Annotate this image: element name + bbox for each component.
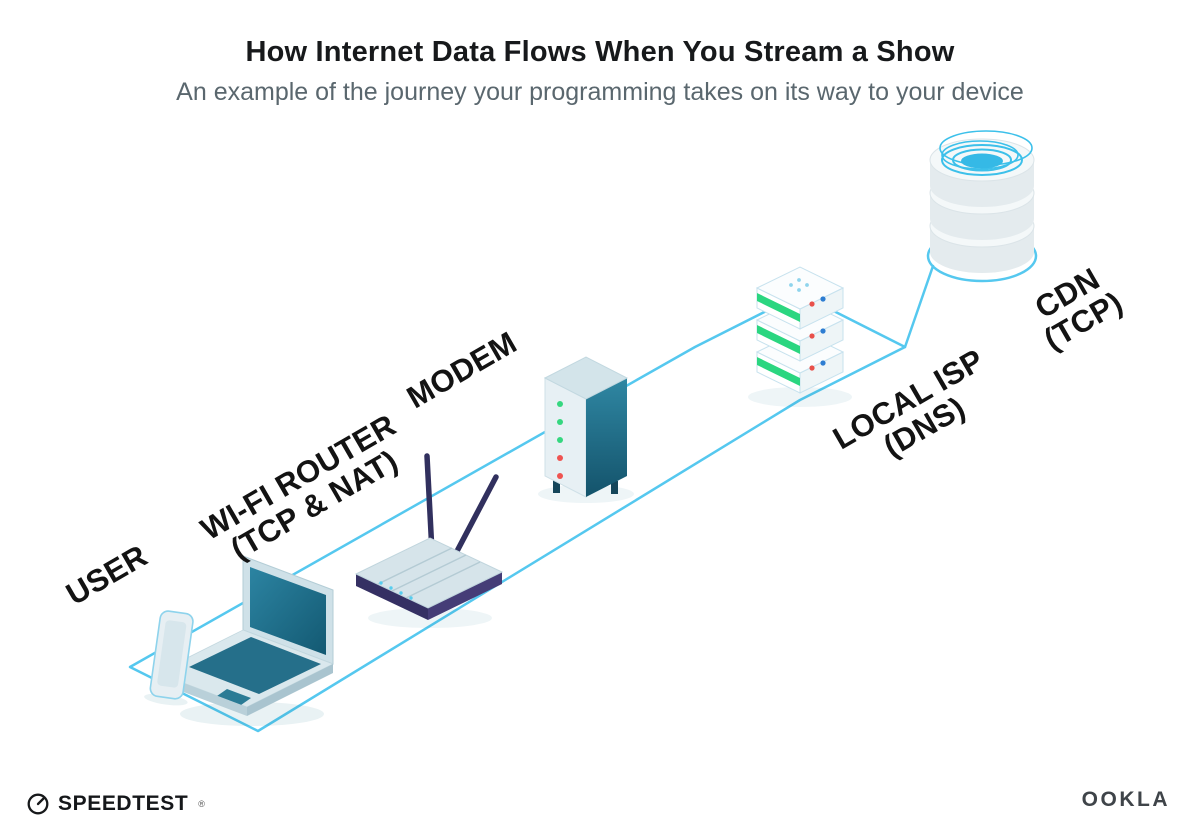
antenna-right [452,474,499,558]
isp-server-stack [748,266,852,407]
speedtest-gauge-icon [27,793,49,815]
label-modem: MODEM [401,325,523,415]
ookla-wordmark: OOKLA [1081,788,1170,811]
header: How Internet Data Flows When You Stream … [0,36,1200,107]
router-vents [377,547,481,599]
laptop-screen [250,567,326,655]
modem-foot-right [611,481,618,494]
antenna-left [424,453,435,555]
cdn-database [929,130,1035,273]
phone-screen [157,620,187,688]
isp-shadow [748,387,852,407]
modem-leds [557,401,563,479]
ookla-logo: OOKLA [1082,788,1170,812]
page-title: How Internet Data Flows When You Stream … [245,36,955,68]
modem-device [538,356,634,503]
label-user: USER [60,538,153,612]
modem-foot-left [553,480,560,493]
page-subtitle: An example of the journey your programmi… [176,78,1024,106]
router-side-left [356,574,428,620]
label-cdn: CDN (TCP) [1029,261,1128,357]
speedtest-wordmark: SPEEDTEST [58,792,189,815]
speedtest-logo: SPEEDTEST ® [26,792,205,816]
speedtest-trademark: ® [198,799,205,809]
user-devices [144,555,334,726]
router-leds [379,581,413,600]
modem-face-right [586,378,627,497]
label-wifi-router: WI-FI ROUTER (TCP & NAT) [195,407,404,566]
laptop-shadow [180,702,324,726]
laptop-edge-front-right [247,664,333,716]
modem-top [543,356,629,400]
user-phone [144,610,194,706]
router-side-right [428,572,502,620]
wifi-router-device [354,453,504,628]
server-unit-top [755,266,845,330]
laptop-trackpad [217,689,251,705]
laptop-keyboard [189,637,321,694]
user-laptop [156,555,334,716]
flow-connector-cdn [903,264,935,349]
cdn-liquid-top [961,153,1003,169]
server-vent-dots [789,278,809,292]
label-local-isp: LOCAL ISP (DNS) [827,342,990,464]
router-antennas [424,453,499,558]
